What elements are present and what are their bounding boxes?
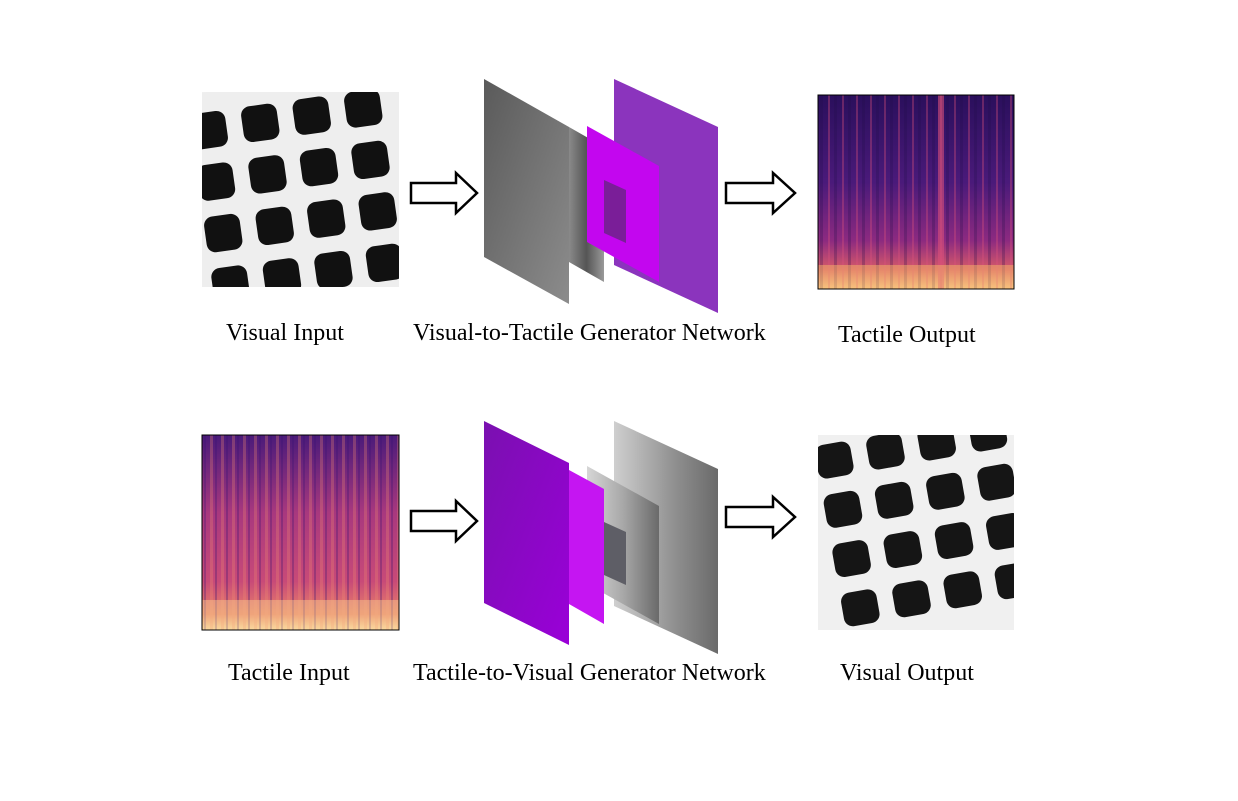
visual-to-tactile-network-label: Visual-to-Tactile Generator Network: [413, 320, 766, 346]
tactile-output-label: Tactile Output: [838, 322, 976, 348]
right-arrow-outline-icon: [724, 494, 797, 540]
visual-to-tactile-network-layers: [484, 79, 718, 313]
visual-input-image: [202, 92, 399, 287]
tactile-to-visual-network-label: Tactile-to-Visual Generator Network: [413, 660, 766, 686]
right-arrow-outline-icon: [409, 498, 479, 544]
visual-output-label: Visual Output: [840, 660, 974, 686]
tactile-input-label: Tactile Input: [228, 660, 350, 686]
tactile-to-visual-network-layers: [484, 421, 718, 654]
right-arrow-outline-icon: [724, 170, 797, 216]
right-arrow-outline-icon: [409, 170, 479, 216]
tactile-input-spectrogram: [201, 434, 400, 631]
tactile-output-spectrogram: [817, 94, 1015, 290]
visual-input-label: Visual Input: [226, 320, 344, 346]
visual-output-image: [818, 435, 1014, 630]
